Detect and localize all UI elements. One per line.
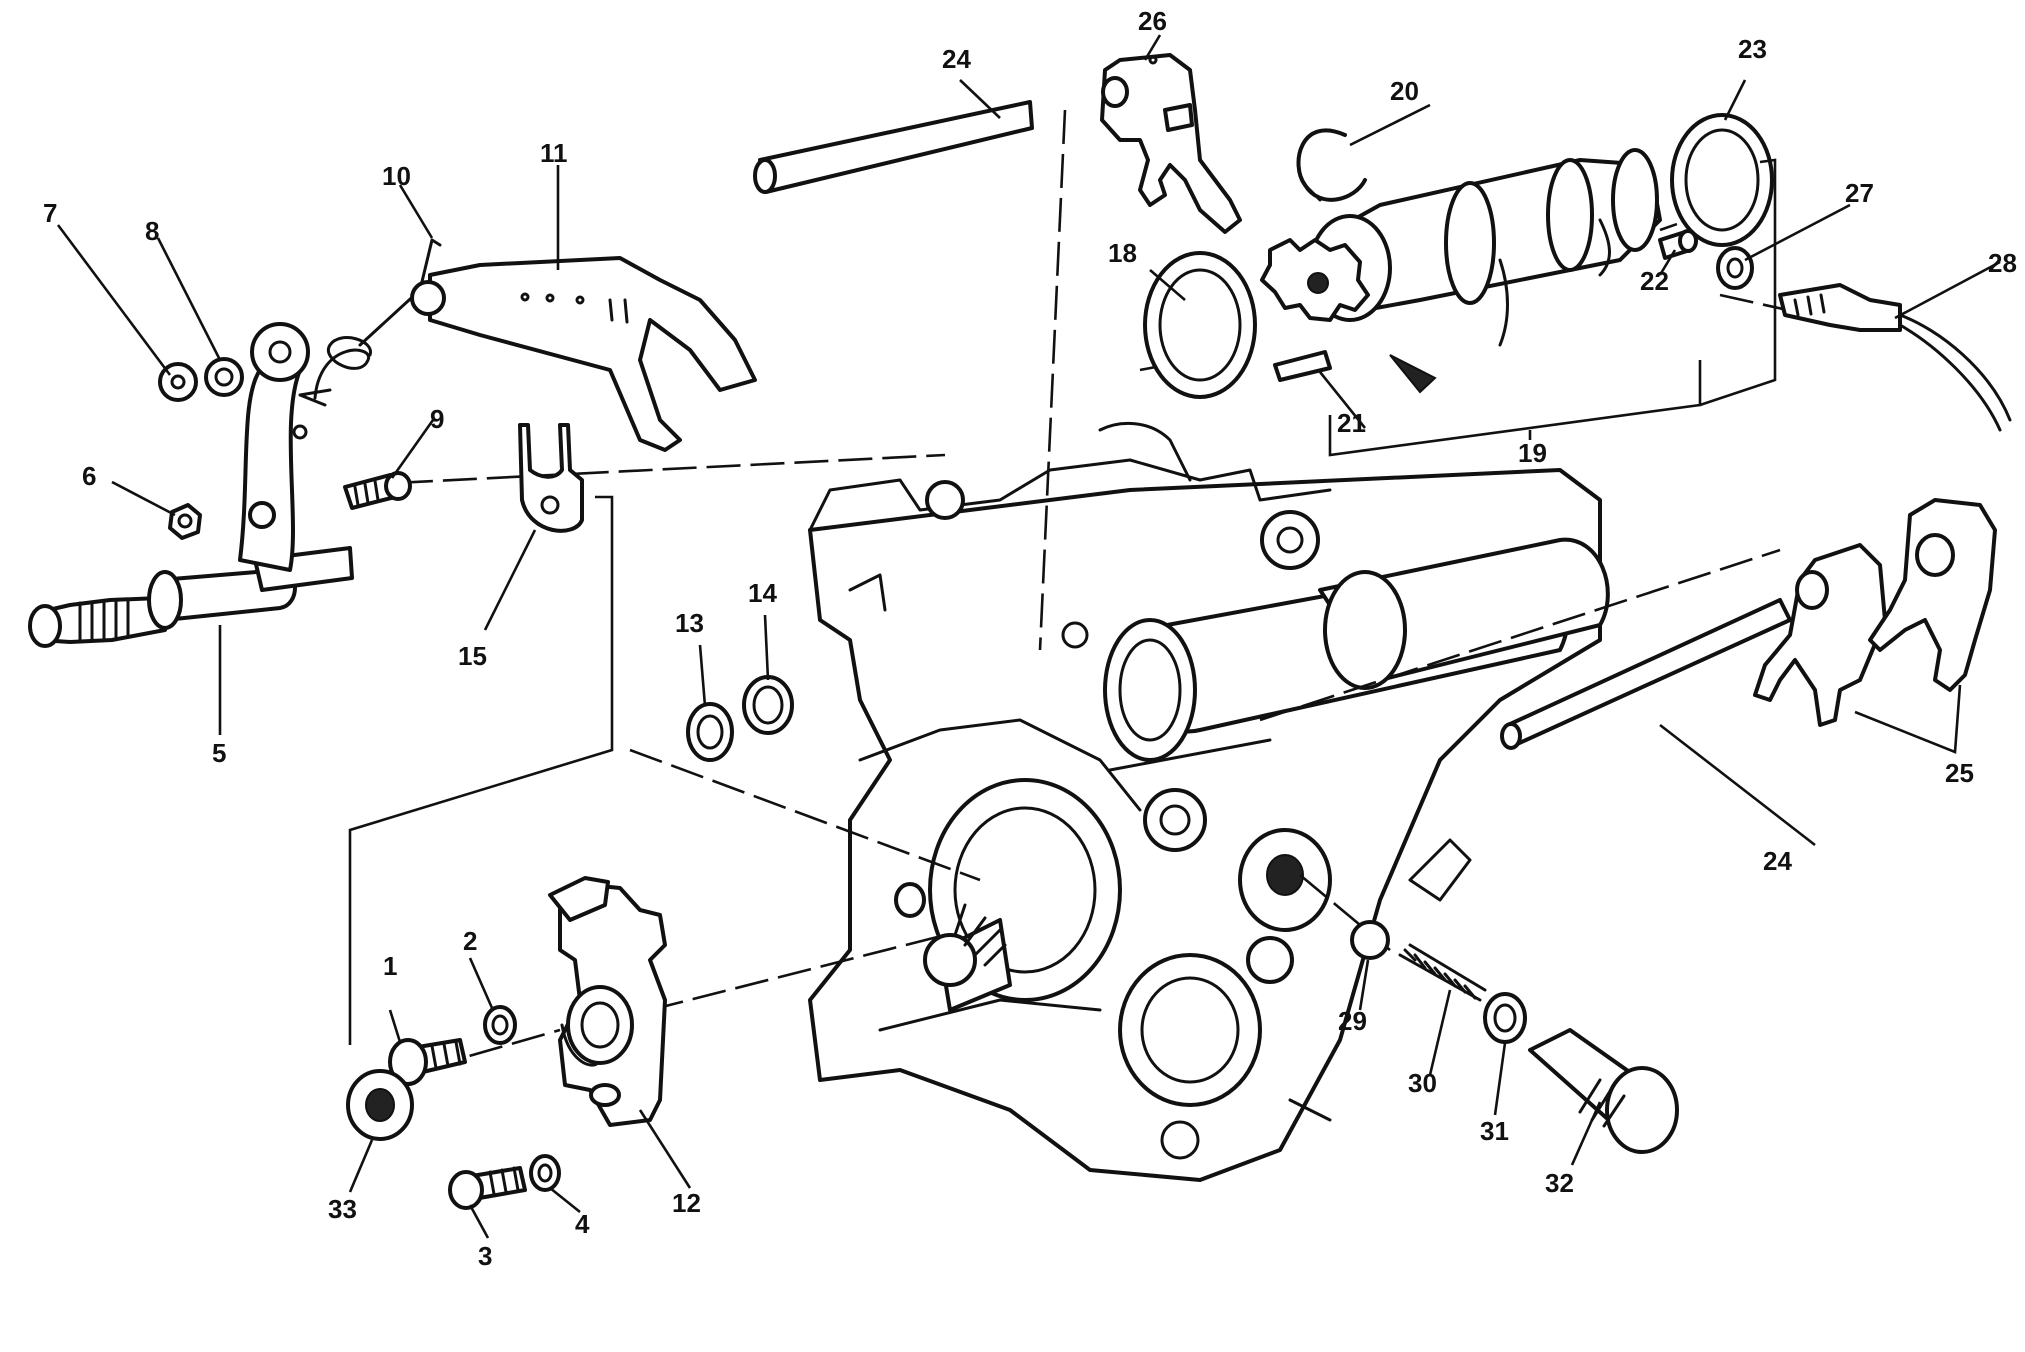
shift-fork-25a [1753,543,1887,727]
callout-18: 18 [1108,238,1137,268]
leader-lines [56,34,2001,1239]
washer-27 [1716,246,1754,290]
neutral-sensor-28 [1778,283,2012,432]
callout-12: 12 [672,1188,701,1218]
callout-30: 30 [1408,1068,1437,1098]
selector-11 [410,256,757,452]
plate-12 [548,876,667,1127]
pin-21 [1273,350,1332,382]
bearing-23 [1670,113,1774,247]
callout-8: 8 [145,216,159,246]
callout-27: 27 [1845,178,1874,208]
spring-30 [1398,943,1487,1002]
callout-9: 9 [430,404,444,434]
callout-31: 31 [1480,1116,1509,1146]
washer-31 [1483,992,1527,1044]
bolt-1 [388,1038,467,1086]
spring-clip-15 [518,423,584,533]
callout-13: 13 [675,608,704,638]
callout-19: 19 [1518,438,1547,468]
bolt-9 [343,471,412,510]
callout-10: 10 [382,161,411,191]
callout-6: 6 [82,461,96,491]
fork-shaft-lower-24 [1500,598,1792,750]
callout-22: 22 [1640,266,1669,296]
shift-fork-26 [1100,53,1242,234]
callout-14: 14 [748,578,777,608]
callout-26: 26 [1138,6,1167,36]
callout-29: 29 [1338,1006,1367,1036]
washer-4 [529,1154,561,1192]
callout-20: 20 [1390,76,1419,106]
bearing-18 [1143,251,1257,399]
callout-2: 2 [463,926,477,956]
pin-22 [1658,229,1698,260]
plug-32 [1528,1028,1679,1154]
callout-24-lower: 24 [1763,846,1792,876]
shift-fork-25b [1868,498,1997,692]
shift-drum-19 [1260,148,1662,394]
fork-shaft-upper-24 [753,100,1034,194]
callout-labels: 1 2 3 4 5 6 7 8 9 10 11 12 13 14 15 18 1… [43,6,2017,1271]
washer-8 [204,357,244,397]
callout-25: 25 [1945,758,1974,788]
assembly-lines [348,109,1856,1082]
callout-5: 5 [212,738,226,768]
group-bracket-19 [1328,158,1777,457]
callout-32: 32 [1545,1168,1574,1198]
callout-1: 1 [383,951,397,981]
callout-3: 3 [478,1241,492,1271]
callout-4: 4 [575,1209,590,1239]
crankcase [808,421,1610,1182]
washer-2 [483,1005,517,1045]
callout-28: 28 [1988,248,2017,278]
callout-15: 15 [458,641,487,671]
shift-shaft [28,322,354,648]
callout-7: 7 [43,198,57,228]
callout-24-upper: 24 [942,44,971,74]
nut-6 [168,503,202,540]
callout-11: 11 [540,138,568,168]
callout-33: 33 [328,1194,357,1224]
washer-13 [686,702,734,762]
circlip-14 [742,675,794,735]
seal-33 [346,1069,414,1141]
circlip-20 [1296,128,1367,202]
spring-10 [298,238,442,407]
callout-21: 21 [1337,408,1366,438]
callout-23: 23 [1738,34,1767,64]
ball-29 [1350,920,1390,960]
group-bracket-25 [1854,684,1962,754]
bolt-3 [448,1166,527,1210]
